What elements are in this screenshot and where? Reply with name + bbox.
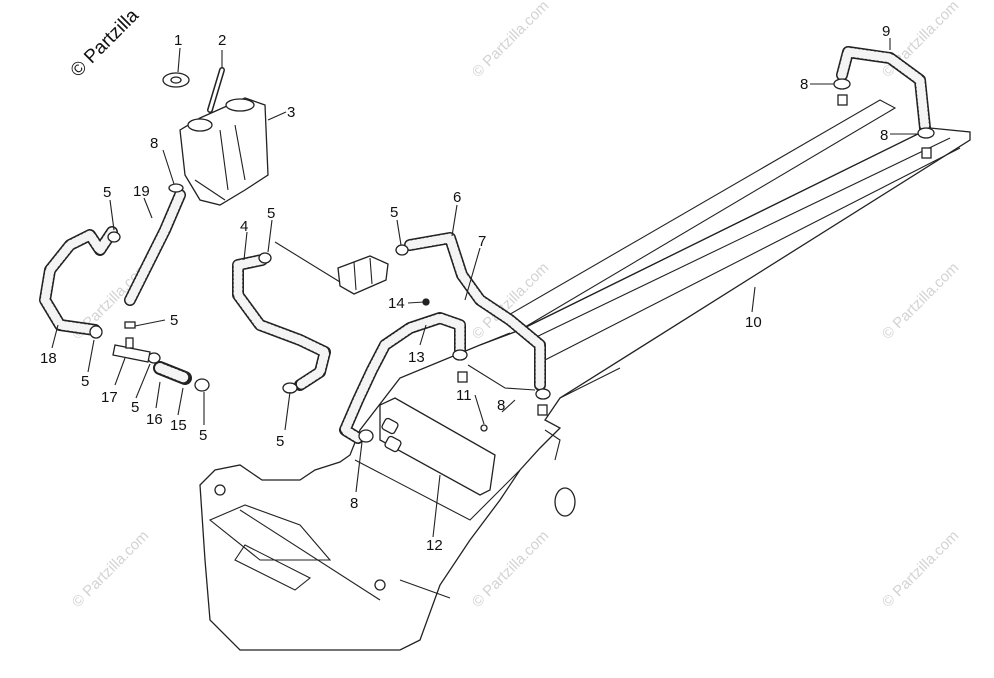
tee-fitting	[112, 337, 151, 363]
callout-8: 8	[800, 76, 808, 93]
tunnel-chassis	[199, 99, 971, 651]
callout-14: 14	[388, 295, 405, 312]
callout-3: 3	[287, 104, 295, 121]
watermark: © Partzilla.com	[879, 527, 962, 610]
thermostat-housing	[337, 255, 389, 295]
callout-19: 19	[133, 183, 150, 200]
hoses	[39, 46, 931, 444]
callout-15: 15	[170, 417, 187, 434]
callout-17: 17	[101, 389, 118, 406]
callout-12: 12	[426, 537, 443, 554]
callout-1: 1	[174, 32, 182, 49]
callout-5: 5	[276, 433, 284, 450]
watermarks: © Partzilla © Partzilla.com © Partzilla.…	[67, 0, 963, 611]
callout-13: 13	[408, 349, 425, 366]
callout-7: 7	[478, 233, 486, 250]
callout-8: 8	[350, 495, 358, 512]
callout-5: 5	[267, 205, 275, 222]
callout-5: 5	[390, 204, 398, 221]
callout-10: 10	[745, 314, 762, 331]
coolant-reservoir	[179, 97, 269, 206]
callout-5: 5	[199, 427, 207, 444]
tunnel-hole	[554, 487, 576, 517]
callout-8: 8	[880, 127, 888, 144]
callout-9: 9	[882, 23, 890, 40]
cap-and-vent	[162, 67, 225, 113]
leader-lines	[51, 38, 918, 538]
callout-11: 11	[456, 387, 472, 404]
watermark: © Partzilla.com	[879, 0, 962, 81]
heat-exchanger	[379, 397, 496, 496]
callout-5: 5	[103, 184, 111, 201]
watermark: © Partzilla.com	[469, 527, 552, 610]
callout-5: 5	[131, 399, 139, 416]
callout-8: 8	[150, 135, 158, 152]
callout-4: 4	[240, 218, 248, 235]
reservoir-cap	[187, 118, 213, 132]
clamps	[89, 78, 935, 443]
callout-16: 16	[146, 411, 163, 428]
watermark: © Partzilla.com	[69, 527, 152, 610]
watermark: © Partzilla.com	[469, 0, 552, 81]
callout-5: 5	[81, 373, 89, 390]
watermark-main: © Partzilla	[67, 5, 144, 82]
watermark: © Partzilla.com	[879, 259, 962, 342]
callout-5: 5	[170, 312, 178, 329]
callout-18: 18	[40, 350, 57, 367]
callout-labels: 1 2 3 8 19 5 4 5 5 6 7 14 13 11 8 12 8 8…	[40, 23, 890, 554]
callout-8: 8	[497, 397, 505, 414]
callout-6: 6	[453, 189, 461, 206]
callout-2: 2	[218, 32, 226, 49]
